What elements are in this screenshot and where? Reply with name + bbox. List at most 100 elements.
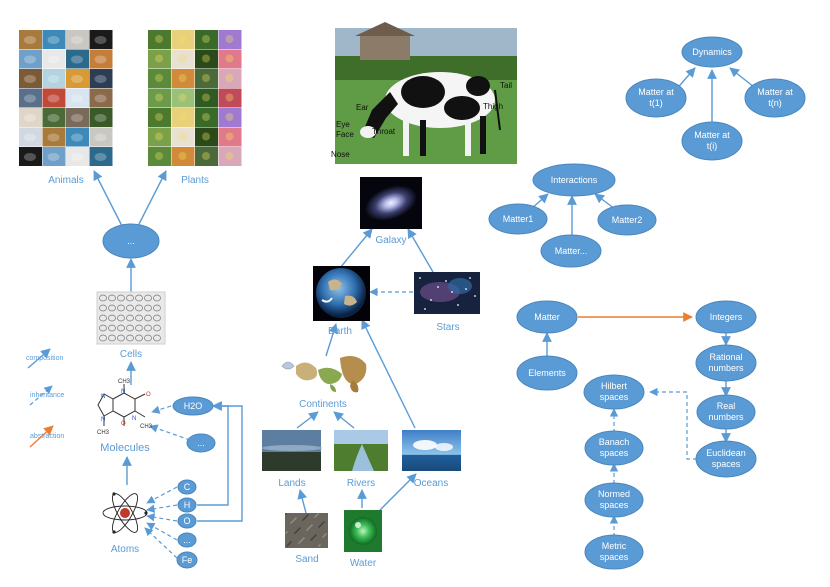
sand-grain <box>320 524 322 526</box>
animal-photo-tile <box>42 30 66 49</box>
edge-c-atoms <box>146 486 178 504</box>
sand-grain <box>322 536 324 538</box>
plant-photo-highlight <box>155 93 163 102</box>
legend-composition-label: composition <box>26 355 63 362</box>
cell-shape <box>99 334 107 342</box>
plant-photo-highlight <box>202 93 210 102</box>
node-matter-tn-line1: Matter at <box>757 87 793 97</box>
node-euclidean-spaces[interactable] <box>695 440 757 478</box>
plant-photo-highlight <box>155 113 163 121</box>
sand-grain <box>297 529 299 531</box>
cell-shape <box>108 324 116 332</box>
animal-photo-highlight <box>94 153 107 161</box>
node-hilbert-spaces[interactable] <box>583 374 645 410</box>
edge-sand-lands <box>297 489 307 514</box>
lands-label: Lands <box>278 478 305 489</box>
node-oxygen[interactable] <box>177 513 197 529</box>
edge-tn-dynamics <box>729 67 755 88</box>
sand-grain <box>289 542 291 544</box>
node-euclidean-spaces-line1: Euclidean <box>706 448 746 458</box>
sand-grain <box>301 539 303 541</box>
node-matter-ti-line2: t(i) <box>707 141 718 151</box>
node-integers[interactable] <box>695 300 757 334</box>
animal-photo-tile <box>89 88 113 108</box>
node-metric-spaces[interactable] <box>584 534 644 570</box>
node-normed-spaces[interactable] <box>584 482 644 518</box>
plant-photo-tile <box>195 127 218 147</box>
animal-photo-highlight <box>47 55 60 64</box>
sand-grain <box>299 527 301 529</box>
animal-photo-highlight <box>71 114 83 122</box>
animal-photo-tile <box>66 69 89 88</box>
node-matter-t1[interactable] <box>625 78 687 118</box>
node-elements[interactable] <box>516 355 578 391</box>
node-banach-spaces[interactable] <box>584 430 644 466</box>
cell-shape <box>108 314 116 322</box>
animal-photo-tile <box>89 127 113 147</box>
edge-moldots-molecules <box>149 424 191 441</box>
node-elements-text: Elements <box>528 368 566 378</box>
animal-photo-tile <box>19 49 42 69</box>
sand-grain <box>303 537 305 539</box>
node-hydrogen[interactable] <box>177 497 197 513</box>
node-molecule-dots[interactable] <box>186 433 216 453</box>
node-h2o[interactable] <box>172 396 214 416</box>
plant-photo-highlight <box>225 74 234 82</box>
animal-photo-tile <box>66 127 89 147</box>
cow-label-thigh: Thigh <box>483 102 503 111</box>
mol-atom-o1: O <box>146 392 151 398</box>
animal-photo-highlight <box>71 36 83 44</box>
continents-label: Continents <box>299 399 347 410</box>
node-matter-dots[interactable] <box>540 234 602 268</box>
node-interactions[interactable] <box>532 163 616 197</box>
node-real-numbers-line1: Real <box>717 401 736 411</box>
node-matter1[interactable] <box>488 203 548 235</box>
plant-photo-tile <box>148 49 171 69</box>
plant-photo-highlight <box>178 54 187 63</box>
cell-shape <box>144 294 152 302</box>
animal-photo-highlight <box>47 94 60 103</box>
plant-photo-highlight <box>225 35 234 43</box>
node-iron[interactable] <box>176 551 198 569</box>
animal-photo-highlight <box>94 133 107 142</box>
node-real-numbers[interactable] <box>696 394 756 430</box>
node-rational-numbers-line2: numbers <box>708 363 744 373</box>
mol-atom-ch3-left: CH3 <box>97 430 110 436</box>
node-hilbert-spaces-line2: spaces <box>600 392 629 402</box>
node-dynamics-text: Dynamics <box>692 47 732 57</box>
cow-label-eye: Eye <box>336 120 350 129</box>
legend-abstraction-label: abstraction <box>30 433 64 440</box>
node-atom-dots[interactable] <box>177 532 197 548</box>
cell-shape <box>135 324 143 332</box>
plant-photo-tile <box>148 69 171 88</box>
animal-photo-tile <box>19 30 42 49</box>
mol-atom-n4: N <box>101 417 105 423</box>
cell-shape <box>135 334 143 342</box>
node-life-dots[interactable] <box>102 223 160 259</box>
cow-photo <box>335 22 517 164</box>
node-rational-numbers-line1: Rational <box>709 352 742 362</box>
node-matter[interactable] <box>516 300 578 334</box>
plant-photo-tile <box>148 127 171 147</box>
mol-atom-n3: N <box>101 394 105 400</box>
node-carbon[interactable] <box>177 479 197 495</box>
edge-rivers-continents <box>333 411 355 429</box>
cell-shape <box>117 294 125 302</box>
plant-photo-tile <box>195 147 218 166</box>
node-rational-numbers[interactable] <box>695 344 757 382</box>
sand-grain <box>308 527 310 529</box>
node-matter2-text: Matter2 <box>612 215 643 225</box>
sand-grain <box>313 536 315 538</box>
node-matter-tn[interactable] <box>744 78 806 118</box>
node-matter-ti[interactable] <box>681 121 743 161</box>
cell-shape <box>126 324 134 332</box>
star-dot <box>419 277 421 279</box>
node-dynamics[interactable] <box>681 36 743 68</box>
cow-label-tail: Tail <box>500 81 512 90</box>
node-matter2[interactable] <box>597 204 657 236</box>
node-matter-dots-text: Matter... <box>555 246 588 256</box>
plant-photo-tile <box>171 147 195 166</box>
animal-photo-highlight <box>24 55 36 64</box>
animal-photo-tile <box>19 108 42 127</box>
plant-photo-highlight <box>178 35 187 43</box>
